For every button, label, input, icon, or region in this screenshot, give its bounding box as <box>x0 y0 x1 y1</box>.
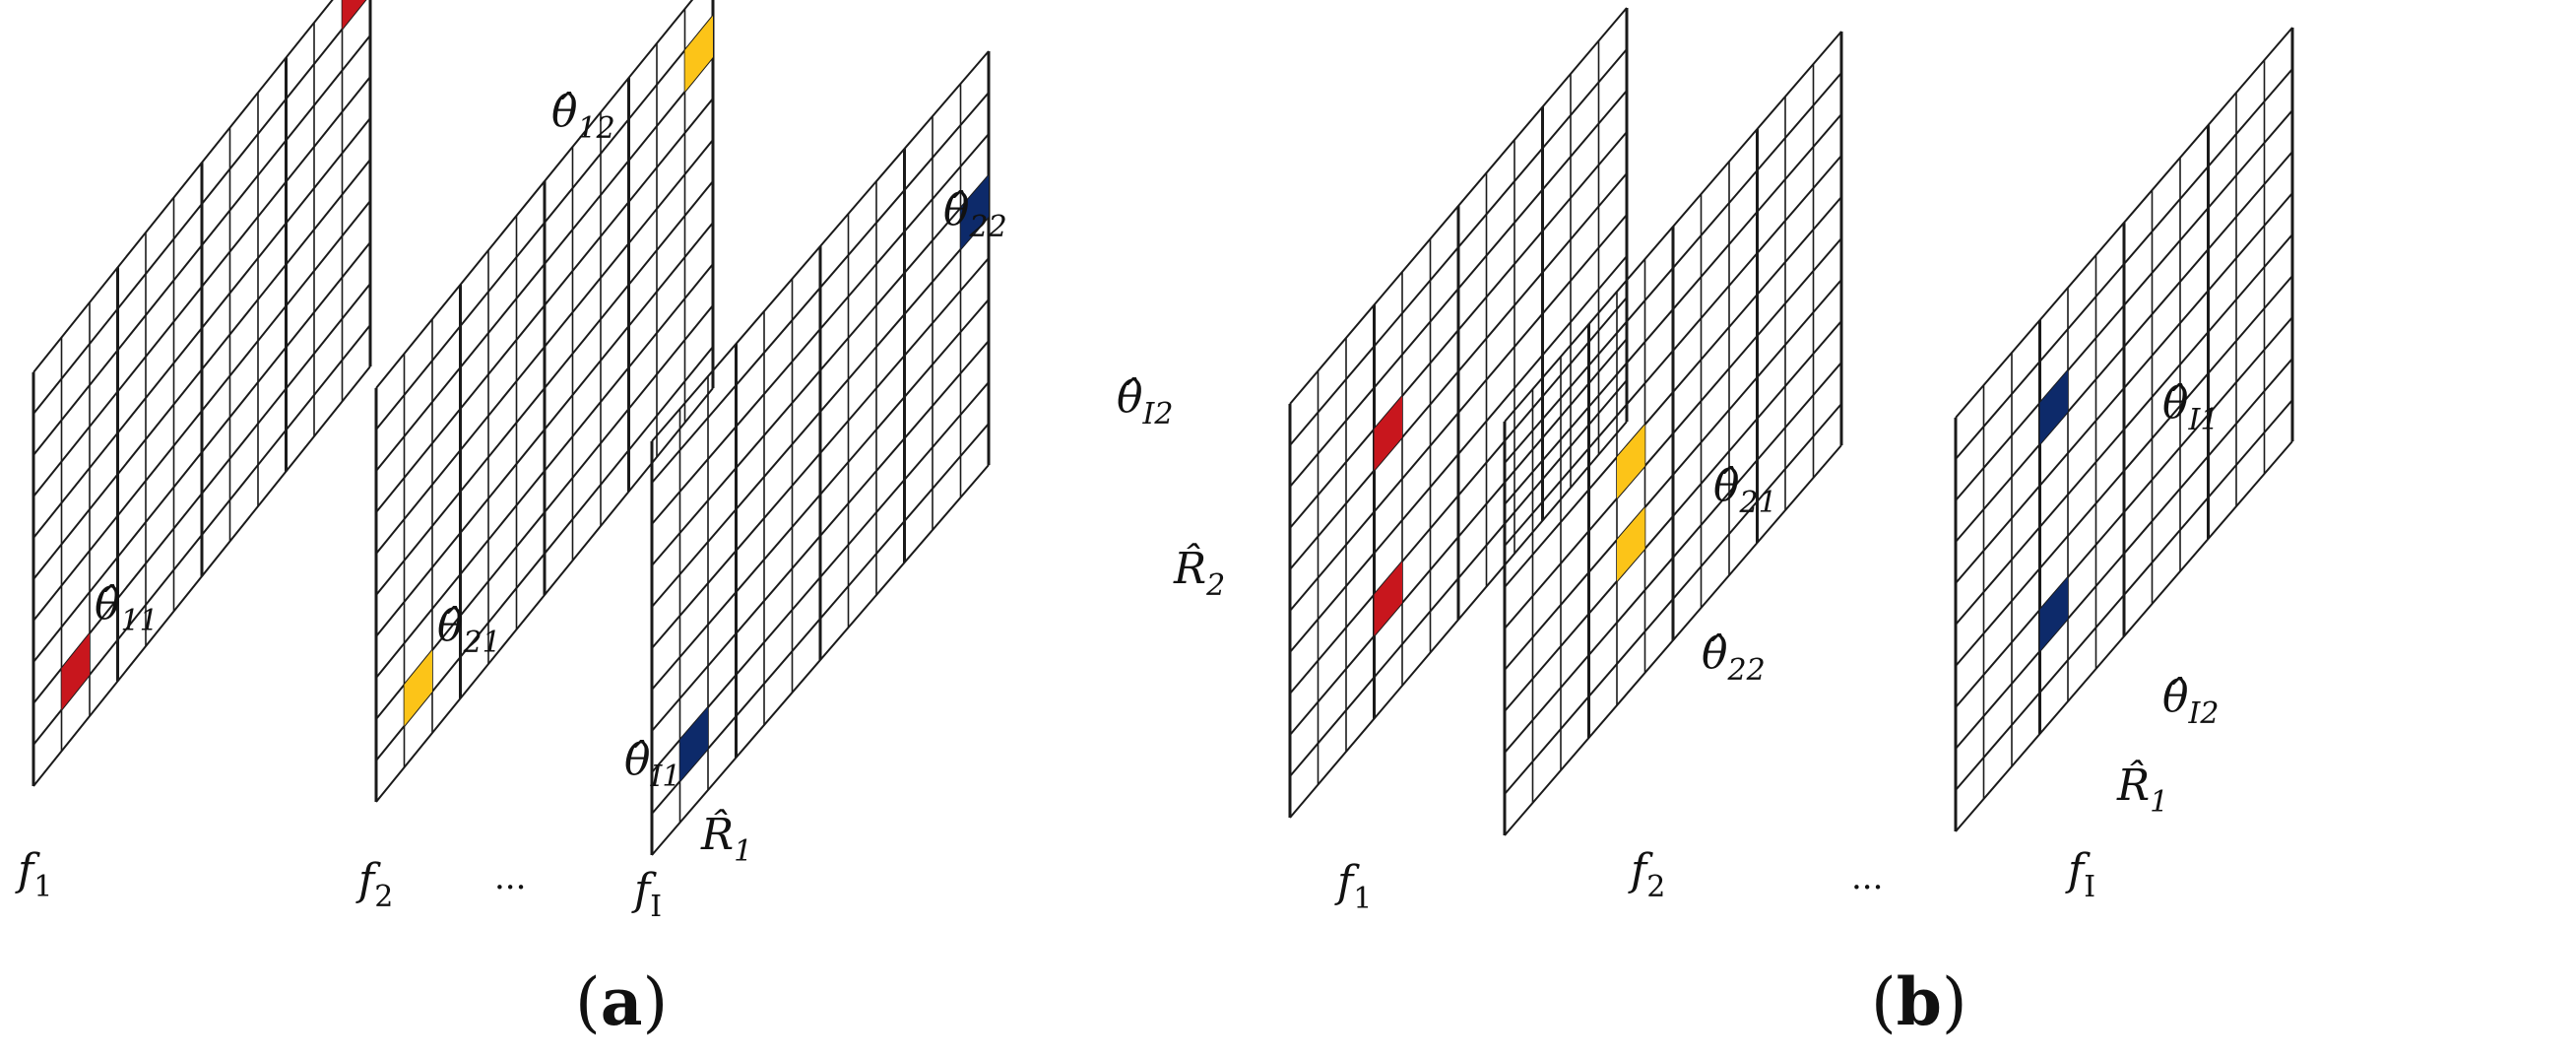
panel-a-label-theta-22: θ̂22 <box>943 185 1007 244</box>
cell-theta-I1 <box>2039 370 2068 444</box>
cell-theta-I1 <box>679 707 708 781</box>
panel-a: θ̂11 θ̂12 θ̂21 θ̂22 θ̂I2 θ̂I1 R̂1 R̂2 f1… <box>15 0 1225 1040</box>
panel-a-label-theta-I2: θ̂I2 <box>1117 372 1173 431</box>
panel-b-label-theta-21: θ̂21 <box>1713 461 1777 520</box>
panel-b-frame-I <box>1954 27 2294 832</box>
panel-a-frame-label-1: f1 <box>15 845 52 904</box>
panel-b-label-R-1: R̂1 <box>2116 759 2168 820</box>
cell-theta-I2 <box>2039 577 2068 651</box>
panel-b-frame-1 <box>1288 7 1629 819</box>
cell-theta-22 <box>1617 507 1645 581</box>
panel-a-frame-2 <box>374 0 715 803</box>
panel-a-frame-1 <box>32 0 372 787</box>
cell-theta-21 <box>1617 425 1645 498</box>
cell-red-lower <box>1374 562 1402 636</box>
panel-a-frame-label-2: f2 <box>355 855 393 914</box>
cell-theta-12 <box>342 0 366 30</box>
panel-a-ellipsis: ... <box>494 858 526 897</box>
panel-a-label-theta-21: θ̂21 <box>437 601 501 660</box>
cell-theta-22 <box>684 16 713 92</box>
panel-a-caption: (a) <box>575 963 668 1040</box>
panel-b-frame-label-2: f2 <box>1628 845 1665 904</box>
cell-theta-I2 <box>960 175 989 249</box>
panel-a-label-R-1: R̂1 <box>700 808 752 869</box>
panel-b: θ̂21 θ̂22 θ̂I1 θ̂I2 R̂1 f1 f2 ... fI (b) <box>1288 7 2294 1040</box>
panel-b-label-theta-I1: θ̂I1 <box>2162 378 2219 437</box>
panel-b-frame-2 <box>1503 31 1843 836</box>
panel-b-label-theta-22: θ̂22 <box>1702 629 1766 688</box>
panel-a-frame-I <box>650 50 991 856</box>
panel-b-frame-label-1: f1 <box>1334 857 1372 916</box>
panel-a-label-theta-11: θ̂11 <box>95 579 159 638</box>
panel-b-caption: (b) <box>1871 963 1967 1040</box>
panel-b-label-theta-I2: θ̂I2 <box>2162 672 2219 731</box>
cell-theta-21 <box>404 650 432 726</box>
panel-a-label-theta-12: θ̂12 <box>551 87 615 146</box>
cell-theta-11 <box>61 633 90 710</box>
panel-b-ellipsis: ... <box>1851 858 1883 897</box>
panel-a-label-theta-I1: θ̂I1 <box>624 735 680 794</box>
panel-a-label-R-2: R̂2 <box>1173 542 1225 603</box>
panel-b-frame-label-I: fI <box>2065 845 2095 904</box>
panel-a-frame-label-I: fI <box>631 865 662 924</box>
cell-red-upper <box>1374 396 1402 471</box>
